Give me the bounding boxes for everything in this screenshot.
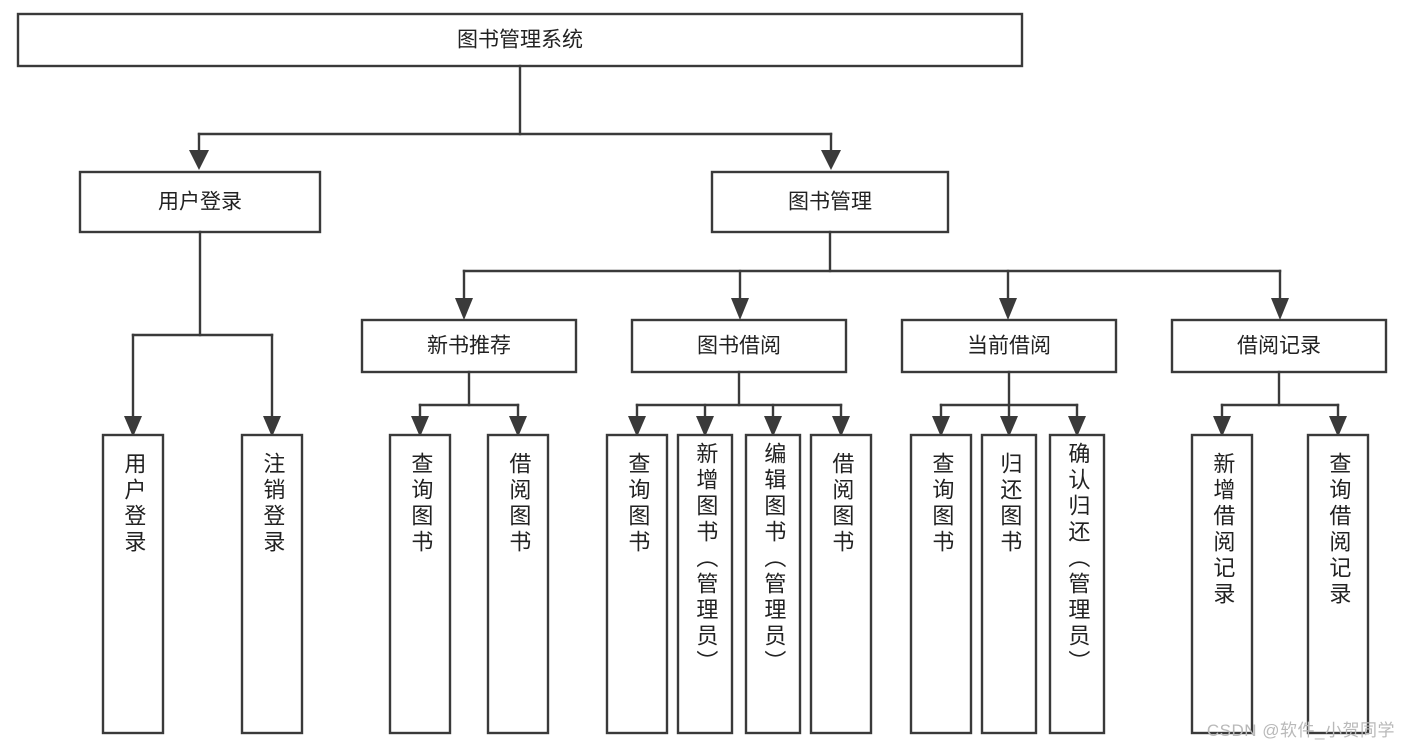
node-book-manage-box [710,170,950,234]
leaf-box-book-borrow-2[interactable] [676,433,734,735]
node-book-manage[interactable]: 图书管理 [710,170,950,234]
leaf-box-borrow-record-2[interactable] [1306,433,1370,735]
node-root-box [16,12,1024,68]
leaf-box-new-book-recommend-1[interactable] [388,433,452,735]
arrow-head-to-new-book-recommend [455,298,473,320]
node-root[interactable]: 图书管理系统 [16,12,1024,68]
connector-root-to-level2 [189,64,841,170]
arrow-head-br-leaf-1 [1213,416,1231,437]
node-user-login[interactable]: 用户登录 [78,170,322,234]
arrow-head-nbr-leaf-1 [411,416,429,437]
arrow-head-to-book-borrow [731,298,749,320]
leaf-box-book-borrow-1[interactable] [605,433,669,735]
leaf-box-book-borrow-3[interactable] [744,433,802,735]
node-current-borrow-label: 当前借阅 [967,335,1051,358]
connector-book-borrow-to-leaves [628,370,850,437]
arrow-head-nbr-leaf-2 [509,416,527,437]
arrow-head-br-leaf-2 [1329,416,1347,437]
leaf-box-user-login-1[interactable] [101,433,165,735]
arrow-head-bb-leaf-1 [628,416,646,437]
node-borrow-record-box [1170,318,1388,374]
node-current-borrow[interactable]: 当前借阅 [900,318,1118,374]
arrow-head-cb-leaf-3 [1068,416,1086,437]
node-book-manage-label: 图书管理 [788,191,872,214]
connector-user-login-to-leaves [124,230,281,437]
node-new-book-recommend[interactable]: 新书推荐 [360,318,578,374]
leaf-box-user-login-2[interactable] [240,433,304,735]
node-borrow-record[interactable]: 借阅记录 [1170,318,1388,374]
arrow-head-cb-leaf-2 [1000,416,1018,437]
node-book-borrow-label: 图书借阅 [697,335,781,358]
node-book-borrow[interactable]: 图书借阅 [630,318,848,374]
connector-borrow-record-to-leaves [1213,370,1347,437]
connector-current-borrow-to-leaves [932,370,1086,437]
arrow-head-user-login-leaf-1 [124,416,142,437]
node-user-login-label: 用户登录 [158,191,242,214]
arrow-head-to-current-borrow [999,298,1017,320]
connector-new-book-recommend-to-leaves [411,370,527,437]
leaf-box-borrow-record-1[interactable] [1190,433,1254,735]
leaf-box-new-book-recommend-2[interactable] [486,433,550,735]
leaf-box-current-borrow-3[interactable] [1048,433,1106,735]
leaf-box-book-borrow-4[interactable] [809,433,873,735]
arrow-head-bb-leaf-2 [696,416,714,437]
node-book-borrow-box [630,318,848,374]
node-new-book-recommend-label: 新书推荐 [427,335,511,358]
node-root-label: 图书管理系统 [457,29,583,52]
leaf-box-current-borrow-1[interactable] [909,433,973,735]
arrow-head-bb-leaf-3 [764,416,782,437]
node-current-borrow-box [900,318,1118,374]
arrow-head-to-book-manage [821,150,841,170]
arrow-head-cb-leaf-1 [932,416,950,437]
arrow-head-to-borrow-record [1271,298,1289,320]
arrow-head-user-login-leaf-2 [263,416,281,437]
arrow-head-bb-leaf-4 [832,416,850,437]
leaf-box-current-borrow-2[interactable] [980,433,1038,735]
watermark-text: CSDN @软件_小贺同学 [1206,721,1395,740]
arrow-head-to-user-login [189,150,209,170]
node-new-book-recommend-box [360,318,578,374]
node-borrow-record-label: 借阅记录 [1237,335,1321,358]
connector-book-manage-to-level3 [455,230,1289,320]
